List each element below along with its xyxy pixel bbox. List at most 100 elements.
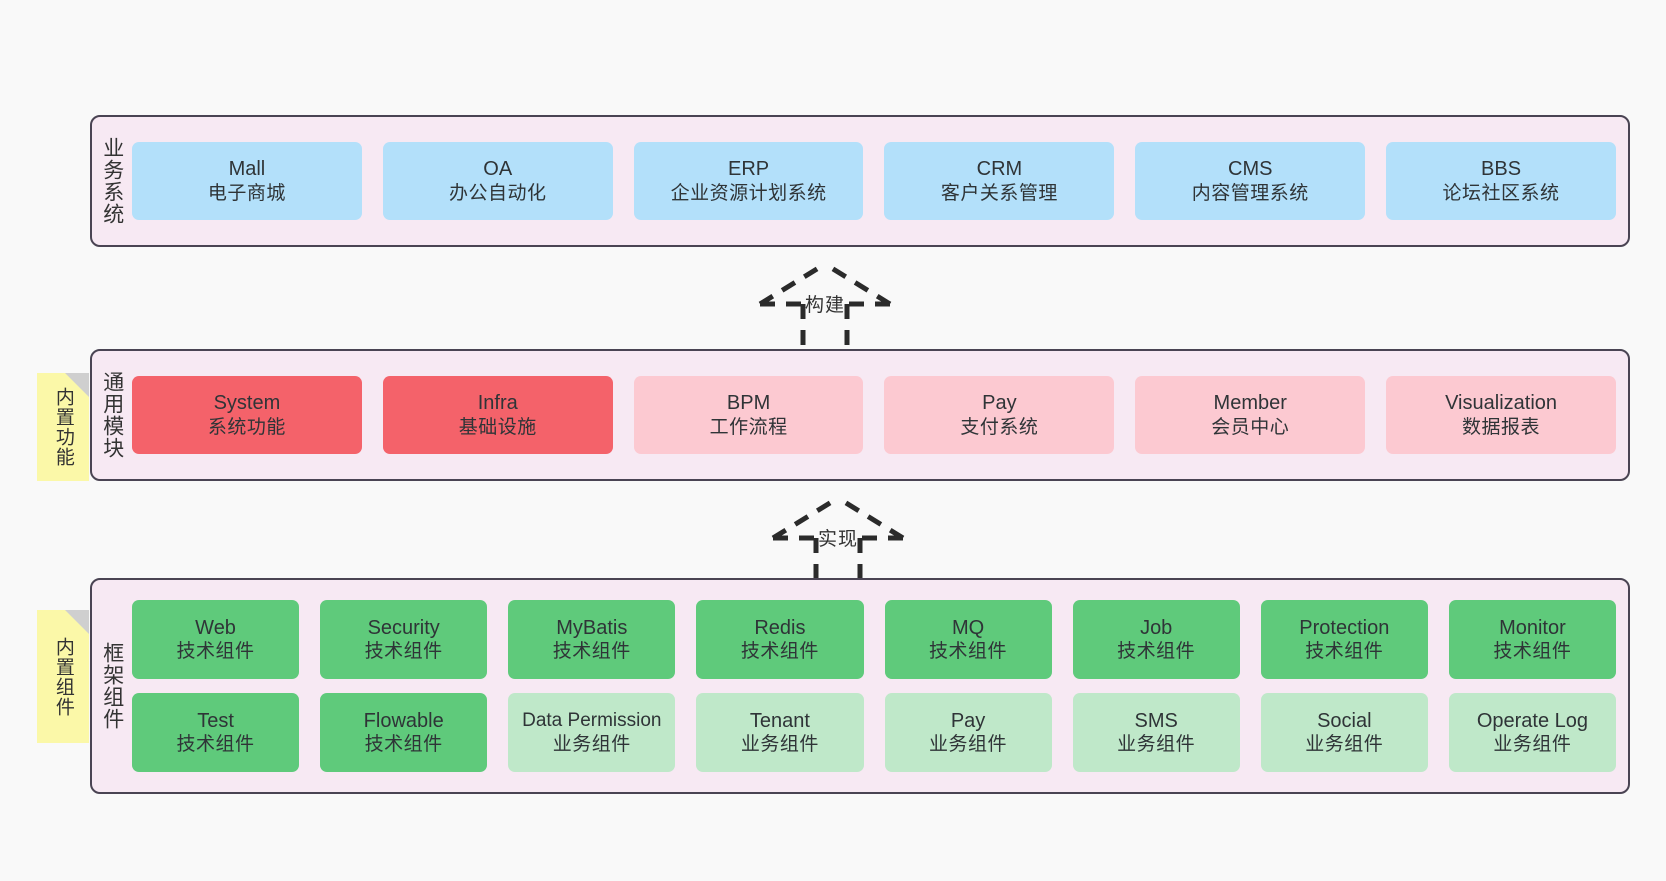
node-crm[interactable]: CRM 客户关系管理 xyxy=(884,142,1115,220)
layer-business-systems-title: 业务系统 xyxy=(100,137,124,225)
node-social-en: Social xyxy=(1317,709,1372,732)
node-system[interactable]: System 系统功能 xyxy=(132,376,362,454)
sticky-fold-icon xyxy=(65,373,89,397)
node-mybatis[interactable]: MyBatis 技术组件 xyxy=(508,600,676,679)
node-redis-en: Redis xyxy=(754,616,806,639)
node-monitor-cn: 技术组件 xyxy=(1493,641,1572,663)
node-social[interactable]: Social 业务组件 xyxy=(1260,693,1428,772)
node-bbs[interactable]: BBS 论坛社区系统 xyxy=(1386,142,1616,220)
node-system-en: System xyxy=(213,392,281,415)
connector-build-label: 构建 xyxy=(805,295,846,316)
layer-framework-components-row-technical: Web 技术组件 Security 技术组件 MyBatis 技术组件 Redi… xyxy=(132,600,1616,679)
node-erp[interactable]: ERP 企业资源计划系统 xyxy=(633,142,864,220)
node-test[interactable]: Test 技术组件 xyxy=(132,693,300,772)
node-web[interactable]: Web 技术组件 xyxy=(132,600,300,679)
node-web-en: Web xyxy=(195,616,236,639)
node-infra-cn: 基础设施 xyxy=(458,416,537,438)
node-test-en: Test xyxy=(197,709,234,732)
layer-framework-components-title: 框架组件 xyxy=(100,642,124,730)
node-member-en: Member xyxy=(1213,392,1287,415)
node-data-permission[interactable]: Data Permission 业务组件 xyxy=(508,693,676,772)
build-arrow-left-wing xyxy=(758,261,827,307)
node-pay-component-en: Pay xyxy=(950,709,986,732)
layer-framework-components: 框架组件 Web 技术组件 Security 技术组件 MyBatis 技术组件… xyxy=(90,578,1630,794)
node-mq[interactable]: MQ 技术组件 xyxy=(884,600,1052,679)
node-mybatis-en: MyBatis xyxy=(556,616,628,639)
layer-business-systems-body: Mall 电子商城 OA 办公自动化 ERP 企业资源计划系统 CRM 客户关系… xyxy=(132,117,1628,245)
implement-arrow-left-wing xyxy=(771,495,840,541)
node-tenant[interactable]: Tenant 业务组件 xyxy=(696,693,864,772)
node-pay-component[interactable]: Pay 业务组件 xyxy=(884,693,1052,772)
node-data-permission-en: Data Permission xyxy=(522,710,662,732)
node-operate-log-en: Operate Log xyxy=(1476,709,1589,732)
node-erp-en: ERP xyxy=(728,158,770,181)
node-bbs-en: BBS xyxy=(1481,158,1522,181)
node-protection-cn: 技术组件 xyxy=(1305,641,1384,663)
node-operate-log[interactable]: Operate Log 业务组件 xyxy=(1448,693,1616,772)
node-cms-cn: 内容管理系统 xyxy=(1191,182,1309,204)
node-flowable-en: Flowable xyxy=(363,709,444,732)
node-visualization-en: Visualization xyxy=(1445,392,1558,415)
node-pay-module-en: Pay xyxy=(982,392,1017,415)
node-monitor[interactable]: Monitor 技术组件 xyxy=(1448,600,1616,679)
node-job-en: Job xyxy=(1140,616,1173,639)
node-member-cn: 会员中心 xyxy=(1211,416,1290,438)
node-crm-en: CRM xyxy=(976,158,1023,181)
layer-framework-components-body: Web 技术组件 Security 技术组件 MyBatis 技术组件 Redi… xyxy=(132,580,1628,792)
node-mq-cn: 技术组件 xyxy=(929,641,1008,663)
node-mall-en: Mall xyxy=(228,158,266,181)
node-erp-cn: 企业资源计划系统 xyxy=(670,182,827,204)
node-redis[interactable]: Redis 技术组件 xyxy=(696,600,864,679)
node-security-en: Security xyxy=(367,616,440,639)
layer-common-modules-body: System 系统功能 Infra 基础设施 BPM 工作流程 Pay 支付系统… xyxy=(132,351,1628,479)
node-visualization-cn: 数据报表 xyxy=(1462,416,1541,438)
node-mall[interactable]: Mall 电子商城 xyxy=(132,142,362,220)
connector-build: 构建 xyxy=(755,258,925,358)
node-oa[interactable]: OA 办公自动化 xyxy=(382,142,613,220)
sticky-note-builtin-functions: 内置功能 xyxy=(37,373,89,481)
node-bpm[interactable]: BPM 工作流程 xyxy=(633,376,864,454)
node-tenant-cn: 业务组件 xyxy=(740,734,819,756)
sticky-note-builtin-functions-label: 内置功能 xyxy=(52,387,74,467)
node-crm-cn: 客户关系管理 xyxy=(940,182,1058,204)
layer-business-systems: 业务系统 Mall 电子商城 OA 办公自动化 ERP 企业资源计划系统 CRM… xyxy=(90,115,1630,247)
node-bpm-cn: 工作流程 xyxy=(709,416,788,438)
node-operate-log-cn: 业务组件 xyxy=(1493,734,1572,756)
node-pay-module-cn: 支付系统 xyxy=(960,416,1039,438)
node-cms[interactable]: CMS 内容管理系统 xyxy=(1135,142,1366,220)
build-arrow-right-wing xyxy=(823,261,892,307)
node-cms-en: CMS xyxy=(1228,158,1273,181)
node-tenant-en: Tenant xyxy=(749,709,810,732)
node-oa-cn: 办公自动化 xyxy=(448,182,547,204)
node-monitor-en: Monitor xyxy=(1499,616,1566,639)
connector-implement: 实现 xyxy=(768,492,938,592)
connector-implement-label: 实现 xyxy=(818,529,859,550)
node-system-cn: 系统功能 xyxy=(207,416,286,438)
node-oa-en: OA xyxy=(483,158,513,181)
node-redis-cn: 技术组件 xyxy=(740,641,819,663)
node-data-permission-cn: 业务组件 xyxy=(552,733,631,755)
node-flowable[interactable]: Flowable 技术组件 xyxy=(320,693,488,772)
node-bbs-cn: 论坛社区系统 xyxy=(1442,182,1560,204)
node-pay-component-cn: 业务组件 xyxy=(929,734,1008,756)
node-pay-module[interactable]: Pay 支付系统 xyxy=(884,376,1115,454)
node-protection-en: Protection xyxy=(1299,616,1390,639)
node-visualization[interactable]: Visualization 数据报表 xyxy=(1386,376,1616,454)
node-mybatis-cn: 技术组件 xyxy=(552,641,631,663)
node-sms[interactable]: SMS 业务组件 xyxy=(1072,693,1240,772)
node-member[interactable]: Member 会员中心 xyxy=(1135,376,1366,454)
layer-common-modules-title: 通用模块 xyxy=(100,371,124,459)
layer-business-systems-row: Mall 电子商城 OA 办公自动化 ERP 企业资源计划系统 CRM 客户关系… xyxy=(132,142,1616,220)
node-mall-cn: 电子商城 xyxy=(207,182,286,204)
node-infra-en: Infra xyxy=(477,392,518,415)
node-social-cn: 业务组件 xyxy=(1305,734,1384,756)
node-security-cn: 技术组件 xyxy=(364,641,443,663)
node-infra[interactable]: Infra 基础设施 xyxy=(382,376,613,454)
node-flowable-cn: 技术组件 xyxy=(364,734,443,756)
node-security[interactable]: Security 技术组件 xyxy=(320,600,488,679)
node-job[interactable]: Job 技术组件 xyxy=(1072,600,1240,679)
node-protection[interactable]: Protection 技术组件 xyxy=(1260,600,1428,679)
implement-arrow-right-wing xyxy=(836,495,905,541)
node-sms-cn: 业务组件 xyxy=(1117,734,1196,756)
